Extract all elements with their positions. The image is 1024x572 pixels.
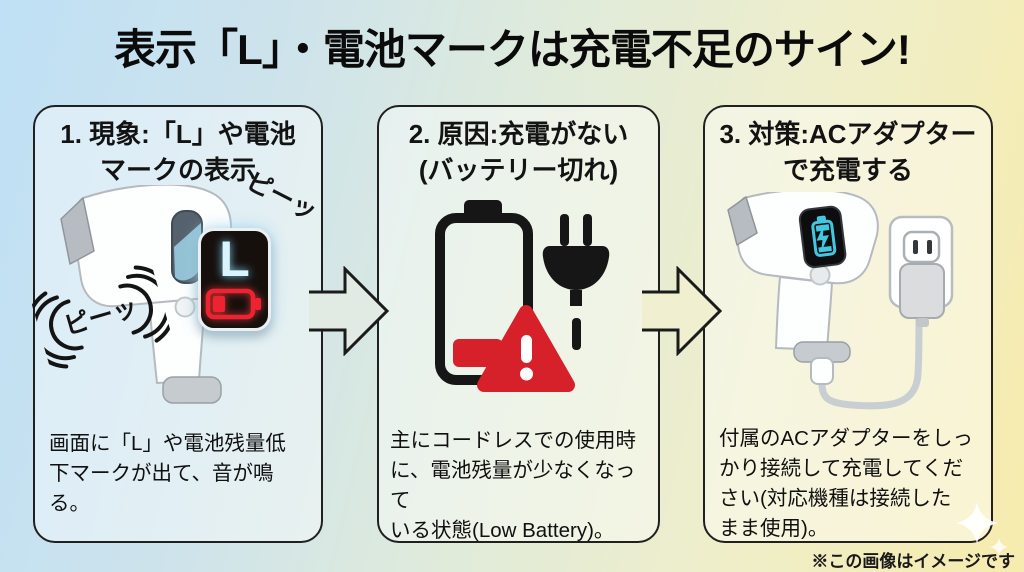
thermometer-illustration <box>60 185 233 404</box>
battery-charging-icon <box>798 205 847 269</box>
panel-3-body: 付属のACアダプターをしっ かり接続して充電してくだ さい(対応機種は接続した … <box>719 427 973 540</box>
page-title: 表示「L」・電池マークは充電不足のサイン! <box>114 26 911 73</box>
charging-cable <box>818 314 923 410</box>
beep-sound-label-2: ピーッ <box>61 293 141 341</box>
display-zoom-callout: L <box>198 228 271 331</box>
panel-2-body: 主にコードレスでの使用時 に、電池残量が少なくなって いる状態(Low Batt… <box>390 429 636 542</box>
panel-1-header: 1. 現象:「L」や電池 マークの表示 <box>60 119 296 185</box>
panel-2-header: 2. 原因:充電がない (バッテリー切れ) <box>408 119 629 185</box>
device-button <box>174 296 196 318</box>
battery-and-plug-illustration <box>435 200 610 392</box>
battery-low-icon <box>205 288 261 320</box>
low-battery-letter: L <box>219 231 250 287</box>
charging-illustration <box>727 192 954 410</box>
sparkle-icon <box>956 502 998 544</box>
image-disclaimer: ※この画像はイメージです <box>811 552 1015 571</box>
arrow-right-icon <box>309 266 390 356</box>
panel-solution: 3. 対策:ACアダプター で充電する <box>703 105 993 543</box>
ac-adapter <box>899 263 945 327</box>
warning-icon <box>477 305 575 392</box>
thermometer-illustration-2 <box>727 192 879 385</box>
panel-cause: 2. 原因:充電がない (バッテリー切れ) <box>377 105 660 543</box>
plug-icon <box>542 214 610 350</box>
panel-1-body: 画面に「L」や電池残量低 下マークが出て、音が鳴る。 <box>49 432 286 515</box>
arrow-right-icon <box>642 266 723 356</box>
sparkle-icon <box>990 538 1008 556</box>
panel-phenomenon: 1. 現象:「L」や電池 マークの表示 ピーッ ピーッ <box>28 105 323 543</box>
panel-3-header: 3. 対策:ACアダプター で充電する <box>719 119 977 185</box>
